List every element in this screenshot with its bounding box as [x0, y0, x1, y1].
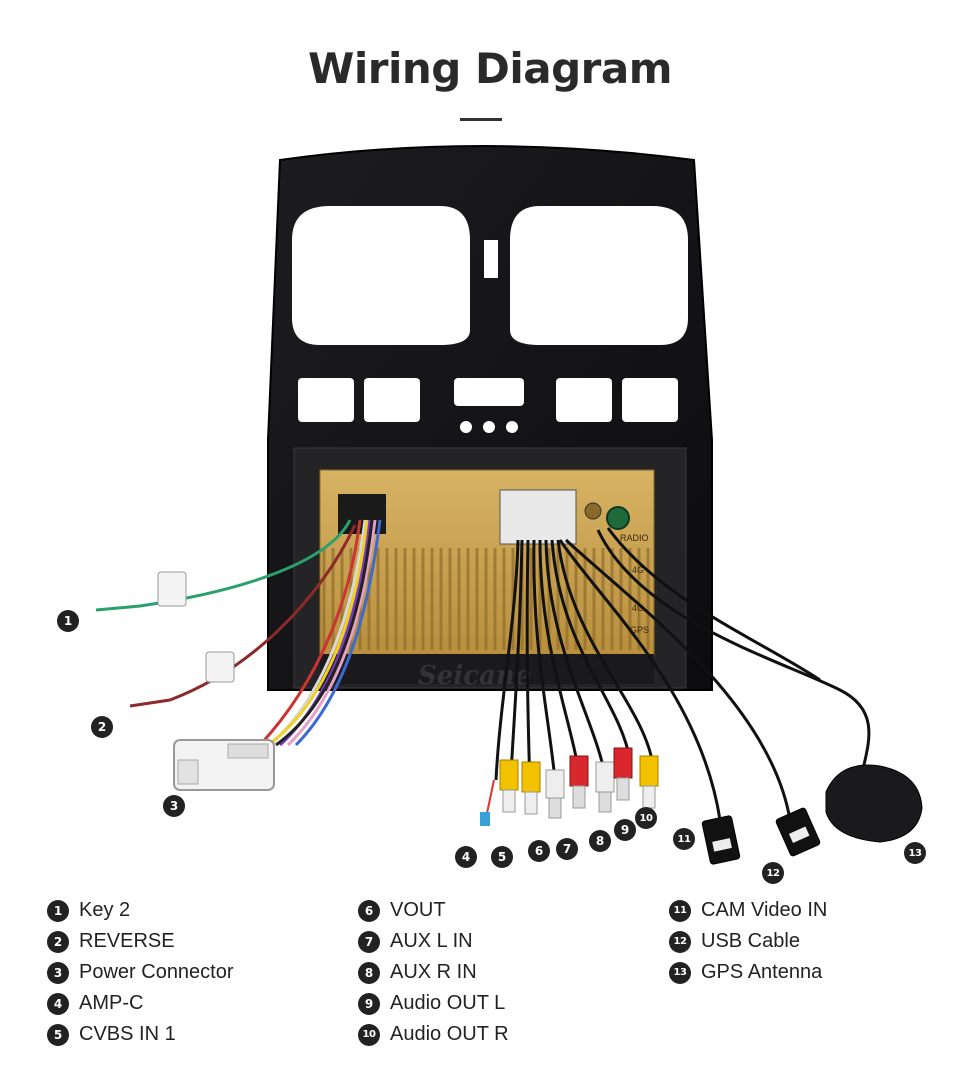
radio-antenna-port: [584, 502, 602, 520]
legend-item-reverse: 2 REVERSE: [47, 926, 234, 957]
legend-item-gps-antenna: 13 GPS Antenna: [669, 957, 827, 988]
callout-7: 7: [556, 838, 578, 860]
legend-number: 6: [358, 899, 380, 922]
legend-item-audio-out-r: 10 Audio OUT R: [358, 1019, 509, 1050]
frame-vent-3: [454, 378, 524, 406]
callout-1: 1: [57, 610, 79, 632]
page-title: Wiring Diagram: [308, 44, 672, 93]
gps-antenna-puck: [825, 764, 923, 843]
legend-item-cvbs-in-1: 5 CVBS IN 1: [47, 1019, 234, 1050]
usb-cable-plugs: [701, 807, 821, 865]
legend-item-aux-r-in: 8 AUX R IN: [358, 957, 509, 988]
radio-port-label: RADIO: [620, 533, 649, 543]
callout-10: 10: [635, 807, 657, 829]
head-unit-chassis: RADIO 4G 4G GPS Seicane: [319, 469, 655, 691]
callout-11: 11: [673, 828, 695, 850]
legend-column-2: 6 VOUT 7 AUX L IN 8 AUX R IN 9 Audio OUT L 1…: [358, 895, 509, 1050]
callout-3: 3: [163, 795, 185, 817]
rca-plug-vout: [521, 761, 541, 815]
rca-plug-cvbs-in: [499, 759, 519, 813]
reverse-tag: [205, 651, 235, 683]
rca-plug-audio-out-l: [595, 761, 615, 813]
legend-item-vout: 6 VOUT: [358, 895, 509, 926]
legend-label: Audio OUT R: [390, 1023, 509, 1045]
rca-plug-aux-r: [569, 755, 589, 809]
callout-8: 8: [589, 830, 611, 852]
legend-number: 5: [47, 1023, 69, 1046]
legend-number: 4: [47, 992, 69, 1015]
av-socket: [499, 489, 577, 545]
legend-label: CAM Video IN: [701, 899, 828, 921]
rca-plug-aux-l: [545, 769, 565, 819]
frame-vent-4: [556, 378, 612, 422]
rca-plug-audio-out-r: [613, 747, 633, 801]
frame-vent-2: [364, 378, 420, 422]
legend-item-key2: 1 Key 2: [47, 895, 234, 926]
wire-reverse: [129, 524, 357, 708]
legend-label: AMP-C: [79, 992, 144, 1014]
legend-number: 7: [358, 930, 380, 953]
legend-number: 8: [358, 961, 380, 984]
legend-item-cam-video-in: 11 CAM Video IN: [669, 895, 827, 926]
legend-label: Key 2: [79, 899, 131, 921]
brand-watermark: Seicane: [418, 661, 531, 691]
frame-slot: [484, 240, 498, 278]
legend-item-aux-l-in: 7 AUX L IN: [358, 926, 509, 957]
callout-2: 2: [91, 716, 113, 738]
legend-item-power-connector: 3 Power Connector: [47, 957, 234, 988]
frame-vent-1: [298, 378, 354, 422]
legend-number: 10: [358, 1023, 380, 1046]
callout-13: 13: [904, 842, 926, 864]
legend-label: REVERSE: [79, 930, 175, 952]
callout-5: 5: [491, 846, 513, 868]
lte-port-label-1: 4G: [632, 565, 644, 575]
frame-cutout-left: [292, 206, 470, 345]
legend-label: USB Cable: [701, 930, 800, 952]
frame-vent-5: [622, 378, 678, 422]
rca-plug-amp-c: [480, 779, 495, 826]
callout-6: 6: [528, 840, 550, 862]
legend-number: 1: [47, 899, 69, 922]
frame-cutout-right: [510, 206, 688, 345]
legend-number: 12: [669, 930, 691, 953]
legend-item-amp-c: 4 AMP-C: [47, 988, 234, 1019]
lte-port-label-2: 4G: [632, 603, 644, 613]
legend-label: AUX R IN: [390, 961, 477, 983]
legend-number: 3: [47, 961, 69, 984]
legend-item-usb-cable: 12 USB Cable: [669, 926, 827, 957]
legend-column-3: 11 CAM Video IN 12 USB Cable 13 GPS Antenna: [669, 895, 827, 988]
legend-item-audio-out-l: 9 Audio OUT L: [358, 988, 509, 1019]
gps-antenna-port: [606, 506, 630, 530]
key2-tag: [157, 571, 187, 607]
legend-label: VOUT: [390, 899, 446, 921]
legend-number: 9: [358, 992, 380, 1015]
legend-label: GPS Antenna: [701, 961, 823, 983]
legend-label: Audio OUT L: [390, 992, 506, 1014]
title-underline: [460, 118, 502, 121]
legend-number: 11: [669, 899, 691, 922]
wire-harness: [95, 519, 382, 747]
legend-label: CVBS IN 1: [79, 1023, 176, 1045]
callout-9: 9: [614, 819, 636, 841]
callout-4: 4: [455, 846, 477, 868]
gps-port-label: GPS: [630, 625, 649, 635]
legend-label: Power Connector: [79, 961, 234, 983]
power-connector-plug: [173, 739, 275, 791]
legend-number: 13: [669, 961, 691, 984]
rca-plug-cam-video-in: [639, 755, 659, 809]
legend-number: 2: [47, 930, 69, 953]
callout-12: 12: [762, 862, 784, 884]
legend-label: AUX L IN: [390, 930, 473, 952]
